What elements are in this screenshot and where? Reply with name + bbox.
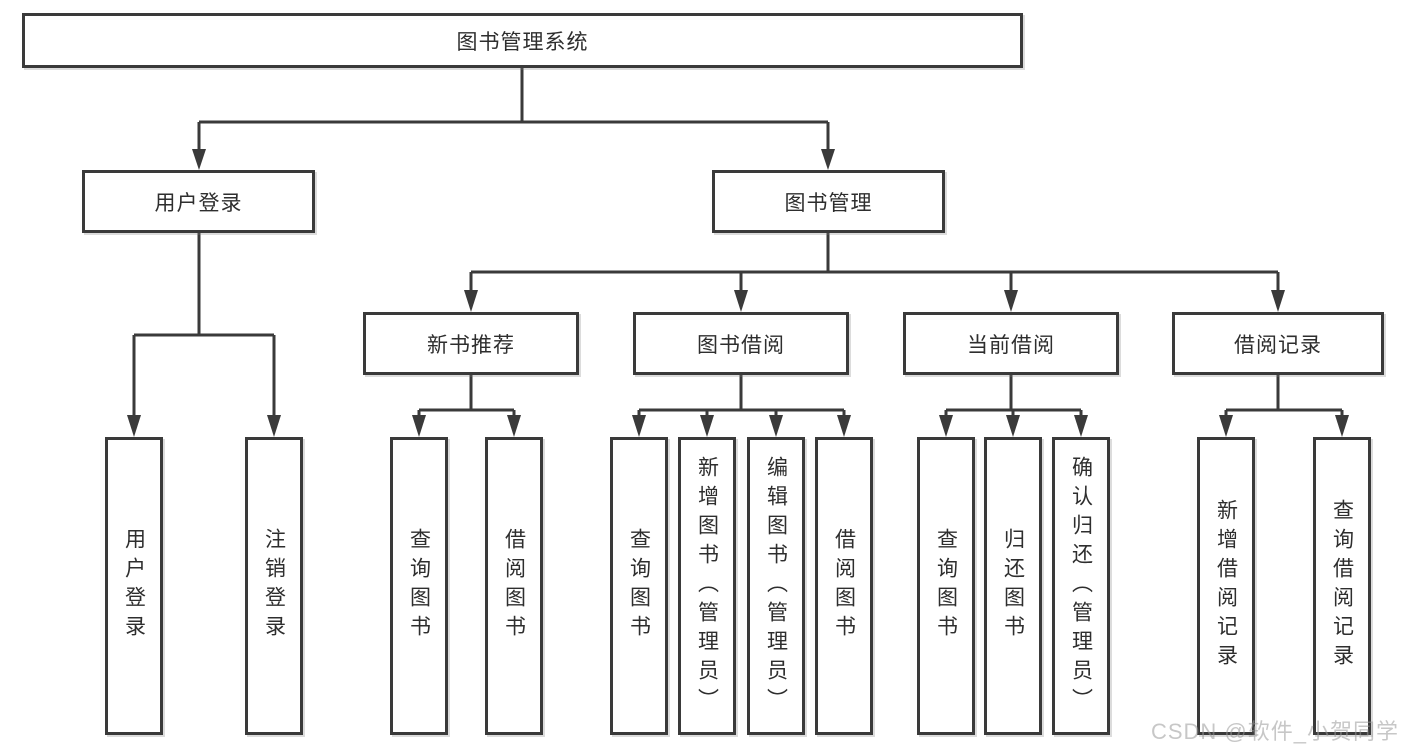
leaf-return-books: 归还图书: [984, 437, 1042, 735]
node-label: 确认归还（管理员）: [1069, 455, 1093, 717]
node-book-management: 图书管理: [712, 170, 945, 233]
leaf-query-borrow-record: 查询借阅记录: [1313, 437, 1371, 735]
node-label: 新书推荐: [427, 333, 515, 357]
leaf-query-books-borrow: 查询图书: [610, 437, 668, 735]
leaf-confirm-return-admin: 确认归还（管理员）: [1052, 437, 1110, 735]
node-label: 归还图书: [1001, 528, 1025, 644]
leaf-user-login: 用户登录: [105, 437, 163, 735]
node-borrow-records: 借阅记录: [1172, 312, 1384, 375]
leaf-edit-book-admin: 编辑图书（管理员）: [747, 437, 805, 735]
node-label: 查询图书: [407, 528, 431, 644]
leaf-query-books-current: 查询图书: [917, 437, 975, 735]
node-label: 查询图书: [934, 528, 958, 644]
node-label: 图书管理系统: [456, 30, 589, 54]
node-label: 借阅记录: [1234, 333, 1322, 357]
leaf-borrow-books-recommend: 借阅图书: [485, 437, 543, 735]
leaf-logout: 注销登录: [245, 437, 303, 735]
node-label: 图书管理: [784, 191, 873, 215]
node-new-book-recommend: 新书推荐: [363, 312, 579, 375]
leaf-add-book-admin: 新增图书（管理员）: [678, 437, 736, 735]
node-label: 查询图书: [627, 528, 651, 644]
node-label: 新增借阅记录: [1214, 499, 1238, 673]
leaf-borrow-books: 借阅图书: [815, 437, 873, 735]
node-label: 编辑图书（管理员）: [764, 455, 788, 717]
node-label: 当前借阅: [967, 333, 1055, 357]
node-label: 用户登录: [154, 191, 243, 215]
node-label: 查询借阅记录: [1330, 499, 1354, 673]
node-label: 新增图书（管理员）: [695, 455, 719, 717]
node-library-management-system: 图书管理系统: [22, 13, 1023, 68]
node-label: 图书借阅: [697, 333, 785, 357]
leaf-add-borrow-record: 新增借阅记录: [1197, 437, 1255, 735]
node-label: 注销登录: [262, 528, 286, 644]
node-label: 借阅图书: [832, 528, 856, 644]
node-user-login: 用户登录: [82, 170, 315, 233]
node-label: 用户登录: [122, 528, 146, 644]
node-current-borrow: 当前借阅: [903, 312, 1119, 375]
node-label: 借阅图书: [502, 528, 526, 644]
node-book-borrow: 图书借阅: [633, 312, 849, 375]
leaf-query-books-recommend: 查询图书: [390, 437, 448, 735]
